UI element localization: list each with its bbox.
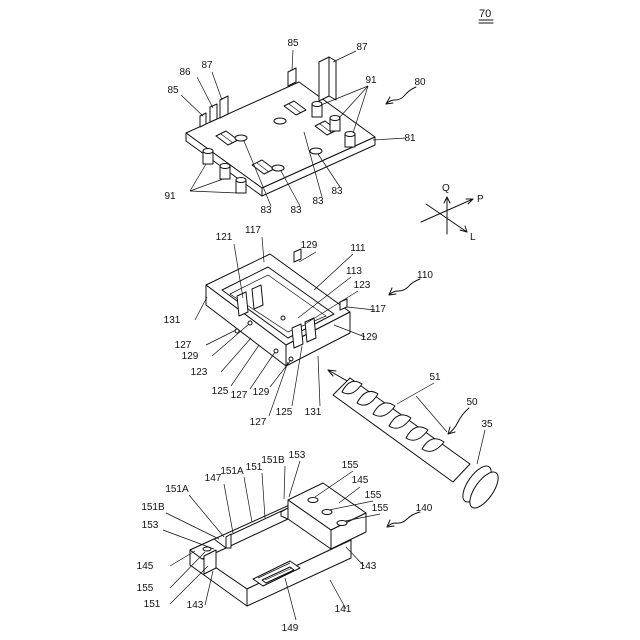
ref-label-l80: 80	[414, 77, 426, 88]
ref-label-l87b: 87	[201, 60, 213, 71]
axis-q-label: Q	[442, 183, 450, 194]
ref-label-l155b: 155	[365, 490, 382, 501]
ref-label-l111: 111	[350, 243, 366, 254]
ref-label-l85b: 85	[167, 85, 179, 96]
ref-label-l147: 147	[205, 473, 222, 484]
ref-label-l123a: 123	[354, 280, 371, 291]
ref-label-l117a: 117	[245, 225, 261, 236]
ref-label-l110: 110	[417, 270, 433, 281]
ref-label-l129d: 129	[253, 387, 270, 398]
ref-label-l83c: 83	[260, 205, 272, 216]
ref-label-l151b: 151	[144, 599, 161, 610]
ref-label-l145a: 145	[352, 475, 369, 486]
ref-label-l83a: 83	[331, 186, 343, 197]
ref-label-l125b: 125	[276, 407, 293, 418]
part-80-board	[186, 57, 416, 196]
direction-axes: Q P L	[421, 183, 484, 243]
ref-label-l91b: 91	[164, 191, 176, 202]
ref-label-l143b: 143	[187, 600, 204, 611]
ref-label-l50: 50	[466, 397, 478, 408]
ref-label-l129c: 129	[182, 351, 199, 362]
ref-label-l85a: 85	[287, 38, 299, 49]
ref-label-l155a: 155	[342, 460, 359, 471]
ref-label-l145b: 145	[137, 561, 154, 572]
ref-label-l131a: 131	[164, 315, 181, 326]
ref-label-l125a: 125	[212, 386, 229, 397]
ref-label-l141: 141	[335, 604, 352, 615]
ref-label-l91a: 91	[365, 75, 377, 86]
part-140-base	[190, 483, 366, 606]
ref-arrow-50	[448, 408, 469, 434]
ref-label-l151Aa: 151A	[220, 466, 244, 477]
ref-label-l127a: 127	[175, 340, 192, 351]
ref-label-l149: 149	[282, 623, 299, 634]
svg-text:70: 70	[479, 8, 491, 20]
figure-number: 70	[479, 8, 493, 23]
ref-label-l129a: 129	[301, 240, 318, 251]
ref-label-l129b: 129	[361, 332, 378, 343]
ref-label-l87a: 87	[356, 42, 368, 53]
ref-label-l140: 140	[416, 503, 433, 514]
ref-arrow-110	[389, 279, 420, 295]
ref-label-l155d: 155	[137, 583, 154, 594]
ref-arrow-140	[387, 512, 420, 527]
ref-label-l121: 121	[216, 232, 233, 243]
ref-label-l127b: 127	[231, 390, 248, 401]
ref-label-l113: 113	[346, 266, 362, 277]
ref-label-l81: 81	[404, 133, 416, 144]
ref-label-l51: 51	[429, 372, 441, 383]
axis-p-label: P	[477, 194, 484, 205]
ref-label-l127c: 127	[250, 417, 267, 428]
ref-label-l117b: 117	[370, 304, 386, 315]
ref-label-l83d: 83	[290, 205, 302, 216]
ref-label-l83b: 83	[312, 196, 324, 207]
ref-label-l151Ab: 151A	[165, 484, 189, 495]
ref-label-l86: 86	[179, 67, 191, 78]
ref-label-l123b: 123	[191, 367, 208, 378]
ref-label-l131b: 131	[305, 407, 322, 418]
ref-label-l35: 35	[481, 419, 493, 430]
axis-l-label: L	[470, 232, 476, 243]
ref-arrow-80	[386, 87, 416, 104]
ref-label-l151Bb: 151B	[141, 502, 165, 513]
ref-label-l153a: 153	[289, 450, 306, 461]
ref-label-l143a: 143	[360, 561, 377, 572]
ref-label-l151a: 151	[246, 462, 263, 473]
ref-label-l151Ba: 151B	[261, 455, 285, 466]
ref-label-l155c: 155	[372, 503, 389, 514]
ref-label-l153b: 153	[142, 520, 159, 531]
